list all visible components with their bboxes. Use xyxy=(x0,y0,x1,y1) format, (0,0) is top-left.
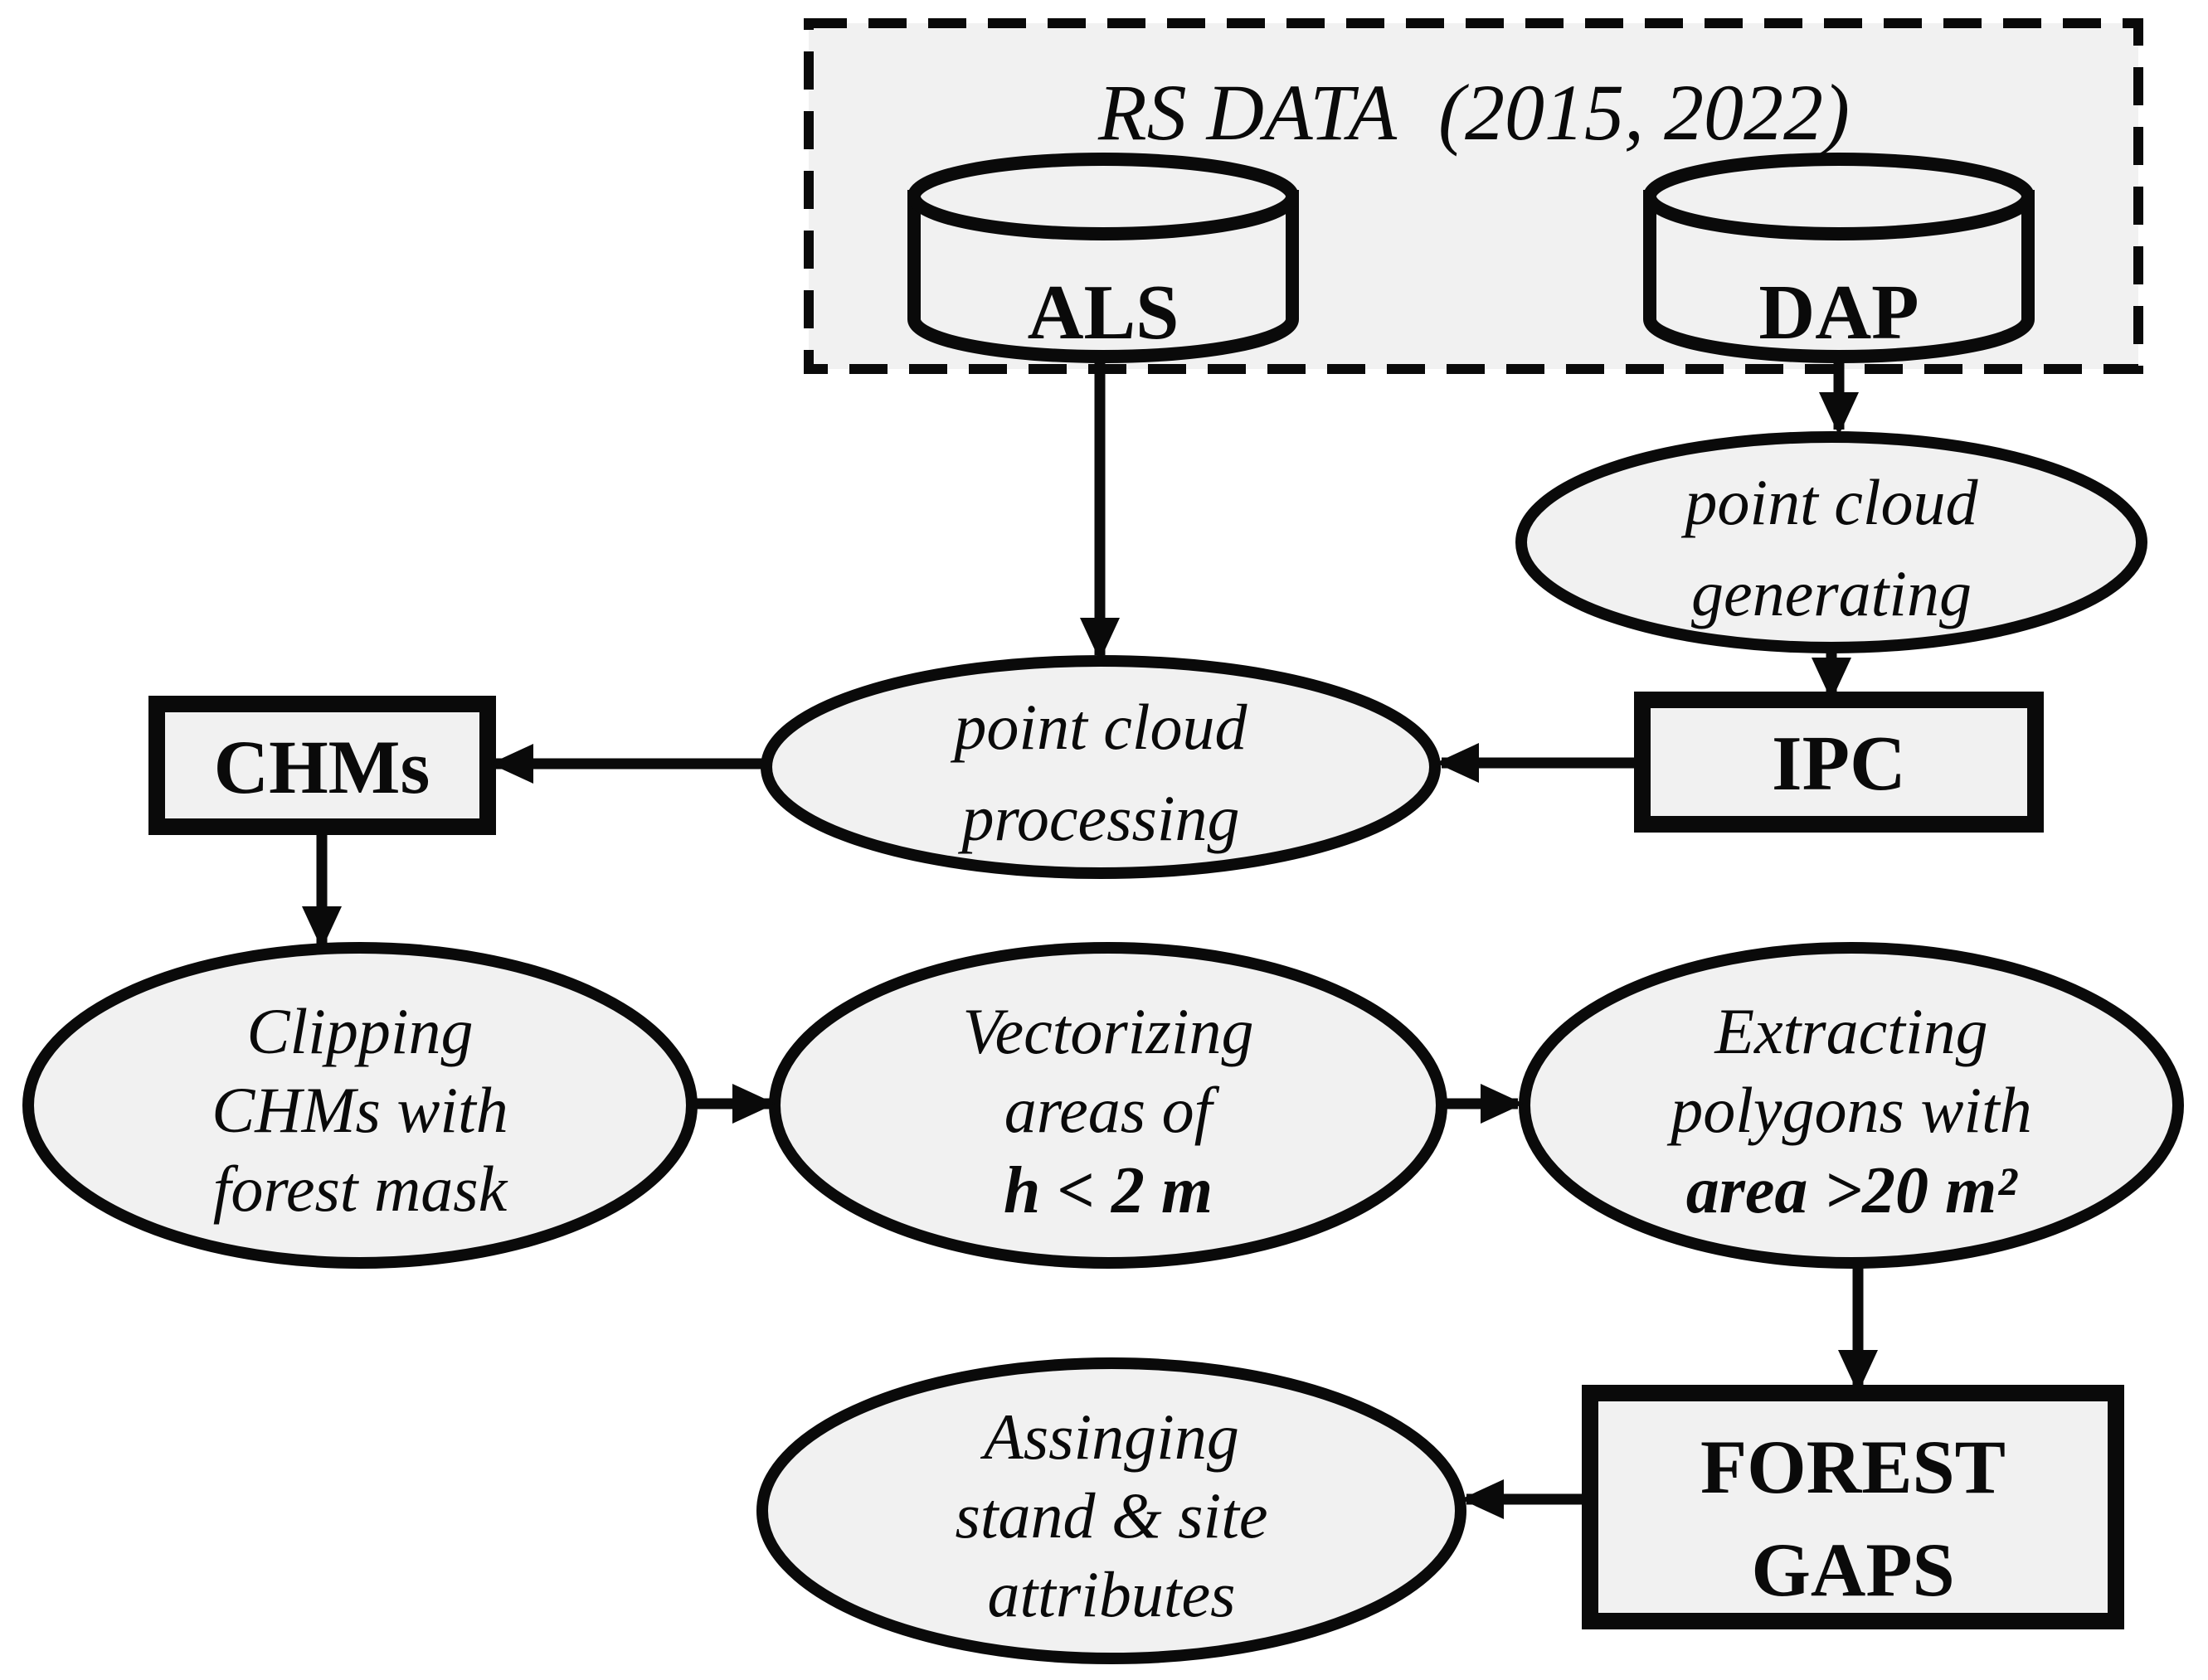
node-point-cloud-generating: point cloud generating xyxy=(1515,431,2147,653)
forest-gaps-box xyxy=(1582,1385,2124,1629)
node-assigning-attributes: Assinging stand & site attributes xyxy=(756,1357,1466,1664)
dap-cylinder-body xyxy=(1643,190,2035,363)
node-ipc: IPC xyxy=(1634,692,2044,833)
point-cloud-generating-line2: generating xyxy=(1691,557,1972,629)
vectorizing-line1: Vectorizing xyxy=(963,995,1254,1067)
node-forest-gaps: FOREST GAPS xyxy=(1582,1385,2124,1629)
ipc-label: IPC xyxy=(1772,721,1906,807)
assigning-line2: stand & site xyxy=(955,1479,1267,1551)
chms-label: CHMs xyxy=(214,725,430,809)
node-extracting: Extracting polygons with area >20 m² xyxy=(1519,942,2184,1269)
node-als-cylinder: ALS xyxy=(907,153,1299,363)
forest-gaps-line2: GAPS xyxy=(1751,1527,1954,1612)
clipping-chms-line1: Clipping xyxy=(246,995,473,1067)
extracting-line2: polygons with xyxy=(1666,1074,2032,1146)
node-point-cloud-processing: point cloud processing xyxy=(761,655,1441,879)
rs-data-title: RS DATA xyxy=(1097,68,1397,157)
point-cloud-generating-line1: point cloud xyxy=(1680,466,1978,538)
node-dap-cylinder: DAP xyxy=(1643,153,2035,363)
dap-label: DAP xyxy=(1758,269,1919,356)
dap-cylinder-top xyxy=(1643,153,2035,240)
point-cloud-processing-line1: point cloud xyxy=(950,691,1247,763)
extracting-line3: area >20 m² xyxy=(1686,1154,2018,1227)
forest-gaps-line1: FOREST xyxy=(1700,1425,2006,1509)
extracting-ellipse xyxy=(1519,942,2184,1269)
vectorizing-line3: h < 2 m xyxy=(1004,1154,1213,1227)
als-label: ALS xyxy=(1028,269,1179,356)
assigning-line3: attributes xyxy=(987,1558,1235,1630)
point-cloud-processing-line2: processing xyxy=(957,782,1239,854)
vectorizing-line2: areas of xyxy=(1004,1074,1220,1146)
assigning-line1: Assinging xyxy=(980,1401,1239,1473)
node-vectorizing: Vectorizing areas of h < 2 m xyxy=(769,942,1447,1269)
node-chms: CHMs xyxy=(148,696,496,835)
als-cylinder-body xyxy=(907,190,1299,363)
clipping-chms-line2: CHMs with xyxy=(212,1074,508,1146)
extracting-line1: Extracting xyxy=(1714,995,1987,1067)
als-cylinder-top xyxy=(907,153,1299,240)
node-clipping-chms: Clipping CHMs with forest mask xyxy=(22,942,698,1269)
rs-data-years: (2015, 2022) xyxy=(1438,68,1850,157)
clipping-chms-line3: forest mask xyxy=(213,1153,508,1225)
